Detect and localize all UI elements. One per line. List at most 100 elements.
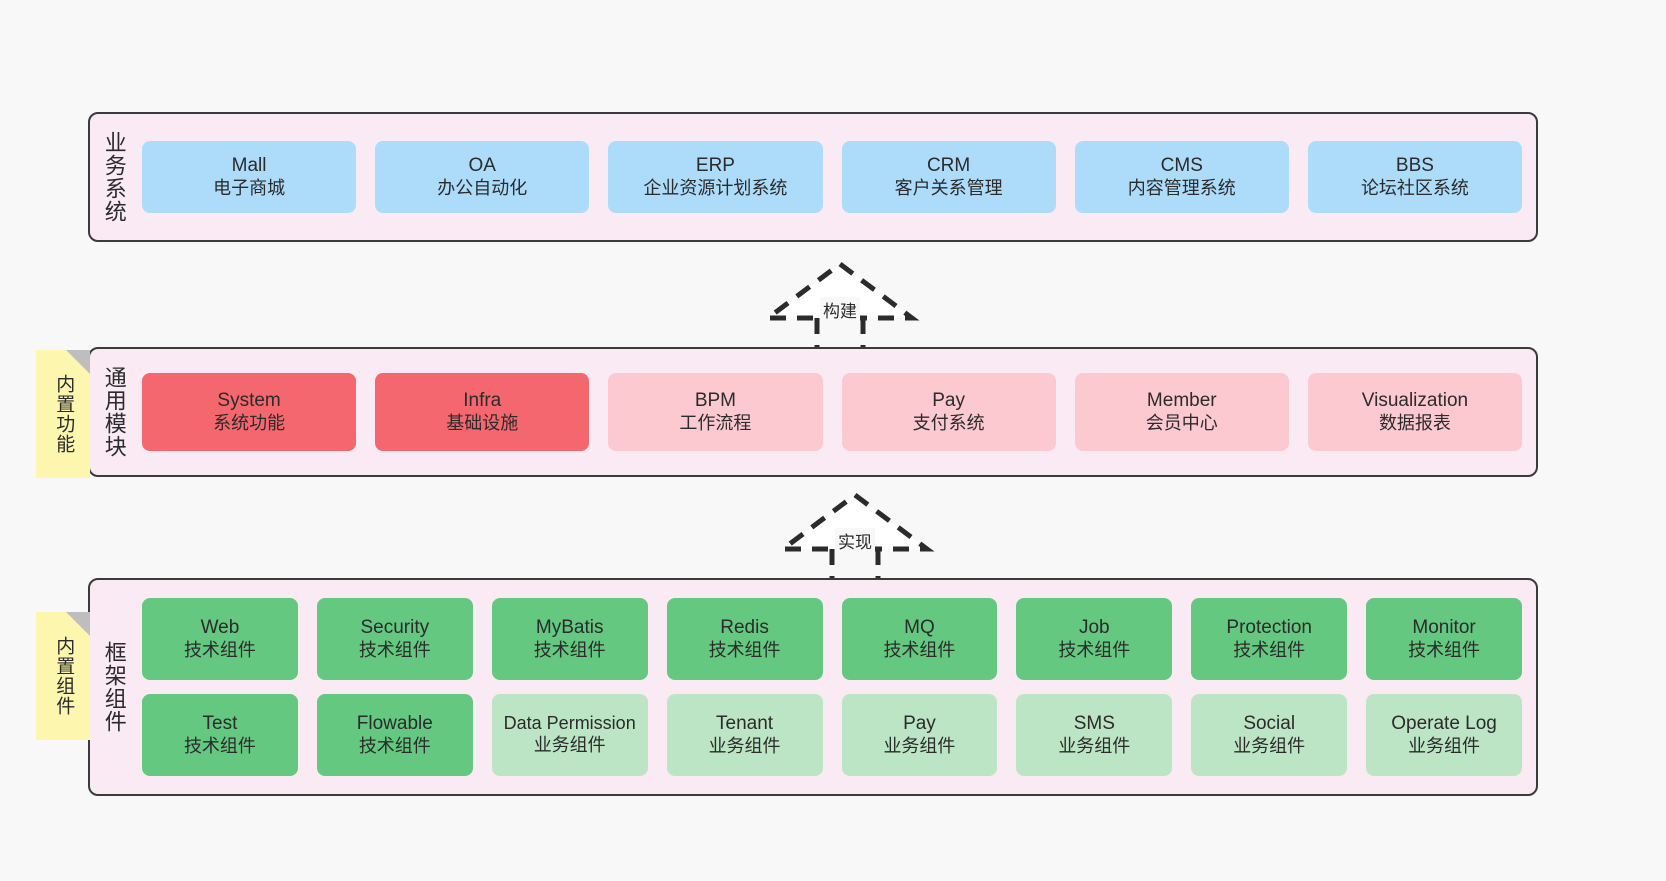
node-mall[interactable]: Mall 电子商城 bbox=[142, 141, 357, 213]
node-web[interactable]: Web 技术组件 bbox=[142, 598, 298, 680]
node-bpm[interactable]: BPM 工作流程 bbox=[608, 373, 823, 451]
node-test[interactable]: Test 技术组件 bbox=[142, 694, 298, 776]
node-subtitle: 技术组件 bbox=[1058, 639, 1131, 660]
node-title: Flowable bbox=[356, 713, 433, 735]
node-title: Security bbox=[360, 617, 430, 639]
node-subtitle: 内容管理系统 bbox=[1127, 177, 1236, 198]
node-title: Visualization bbox=[1361, 390, 1469, 412]
node-mybatis[interactable]: MyBatis 技术组件 bbox=[491, 598, 648, 680]
node-title: Monitor bbox=[1412, 617, 1476, 639]
node-monitor[interactable]: Monitor 技术组件 bbox=[1366, 598, 1522, 680]
node-system[interactable]: System 系统功能 bbox=[142, 373, 357, 451]
node-subtitle: 业务组件 bbox=[883, 735, 956, 756]
node-subtitle: 技术组件 bbox=[708, 639, 781, 660]
node-subtitle: 技术组件 bbox=[183, 639, 256, 660]
node-subtitle: 业务组件 bbox=[1058, 735, 1131, 756]
node-title: Job bbox=[1078, 617, 1110, 639]
node-subtitle: 客户关系管理 bbox=[894, 177, 1003, 198]
node-subtitle: 技术组件 bbox=[183, 735, 256, 756]
node-title: Tenant bbox=[716, 713, 774, 735]
node-subtitle: 办公自动化 bbox=[437, 177, 528, 198]
arrow-label-implement: 实现 bbox=[835, 528, 875, 553]
node-title: BPM bbox=[694, 390, 737, 412]
node-data-permission[interactable]: Data Permission 业务组件 bbox=[491, 694, 648, 776]
node-visualization[interactable]: Visualization 数据报表 bbox=[1307, 373, 1523, 451]
generalization-arrow-build: 构建 bbox=[760, 258, 920, 350]
node-subtitle: 技术组件 bbox=[1408, 639, 1481, 660]
node-title: SMS bbox=[1073, 713, 1115, 735]
node-subtitle: 工作流程 bbox=[679, 412, 752, 433]
node-flowable[interactable]: Flowable 技术组件 bbox=[316, 694, 473, 776]
node-title: Infra bbox=[463, 390, 502, 412]
layer-title-common-module: 通用模块 bbox=[101, 366, 127, 458]
node-subtitle: 基础设施 bbox=[446, 412, 519, 433]
node-mq[interactable]: MQ 技术组件 bbox=[841, 598, 998, 680]
generalization-arrow-implement: 实现 bbox=[775, 489, 935, 581]
layer-row: Web 技术组件 Security 技术组件 MyBatis 技术组件 Redi… bbox=[142, 598, 1522, 680]
node-cms[interactable]: CMS 内容管理系统 bbox=[1074, 141, 1289, 213]
node-title: Data Permission bbox=[503, 713, 636, 734]
node-subtitle: 电子商城 bbox=[213, 177, 286, 198]
layer-row: Mall 电子商城 OA 办公自动化 ERP 企业资源计划系统 CRM 客户关系… bbox=[142, 141, 1523, 213]
node-subtitle: 业务组件 bbox=[708, 735, 781, 756]
node-job[interactable]: Job 技术组件 bbox=[1016, 598, 1173, 680]
node-subtitle: 业务组件 bbox=[1233, 735, 1306, 756]
node-pay-component[interactable]: Pay 业务组件 bbox=[841, 694, 998, 776]
node-operate-log[interactable]: Operate Log 业务组件 bbox=[1366, 694, 1522, 776]
node-title: Operate Log bbox=[1391, 713, 1497, 735]
layer-title-framework-component: 框架组件 bbox=[101, 641, 127, 733]
node-title: Web bbox=[200, 617, 240, 639]
layer-body-business-system: Mall 电子商城 OA 办公自动化 ERP 企业资源计划系统 CRM 客户关系… bbox=[138, 114, 1536, 240]
node-subtitle: 业务组件 bbox=[533, 735, 606, 755]
node-subtitle: 会员中心 bbox=[1145, 412, 1218, 433]
node-title: BBS bbox=[1395, 155, 1434, 177]
node-subtitle: 技术组件 bbox=[1233, 639, 1306, 660]
arrow-label-build: 构建 bbox=[820, 297, 860, 322]
layer-common-module: 通用模块 System 系统功能 Infra 基础设施 BPM 工作流程 Pay… bbox=[88, 347, 1538, 477]
node-title: Test bbox=[202, 713, 238, 735]
node-oa[interactable]: OA 办公自动化 bbox=[375, 141, 590, 213]
node-subtitle: 论坛社区系统 bbox=[1360, 177, 1469, 198]
node-subtitle: 支付系统 bbox=[912, 412, 985, 433]
node-subtitle: 技术组件 bbox=[358, 639, 431, 660]
node-bbs[interactable]: BBS 论坛社区系统 bbox=[1307, 141, 1523, 213]
node-crm[interactable]: CRM 客户关系管理 bbox=[841, 141, 1056, 213]
node-title: System bbox=[217, 390, 281, 412]
node-infra[interactable]: Infra 基础设施 bbox=[375, 373, 590, 451]
node-subtitle: 企业资源计划系统 bbox=[643, 177, 788, 198]
node-title: CRM bbox=[926, 155, 971, 177]
node-tenant[interactable]: Tenant 业务组件 bbox=[666, 694, 823, 776]
node-protection[interactable]: Protection 技术组件 bbox=[1191, 598, 1348, 680]
node-sms[interactable]: SMS 业务组件 bbox=[1016, 694, 1173, 776]
node-title: MQ bbox=[904, 617, 935, 639]
node-title: Social bbox=[1243, 713, 1296, 735]
node-subtitle: 数据报表 bbox=[1378, 412, 1451, 433]
layer-body-common-module: System 系统功能 Infra 基础设施 BPM 工作流程 Pay 支付系统… bbox=[138, 349, 1536, 475]
node-subtitle: 技术组件 bbox=[883, 639, 956, 660]
node-subtitle: 系统功能 bbox=[213, 412, 286, 433]
node-social[interactable]: Social 业务组件 bbox=[1191, 694, 1348, 776]
node-title: Pay bbox=[932, 390, 965, 412]
sticky-note-builtin-function: 内置功能 bbox=[36, 350, 90, 478]
node-security[interactable]: Security 技术组件 bbox=[316, 598, 473, 680]
node-erp[interactable]: ERP 企业资源计划系统 bbox=[608, 141, 823, 213]
layer-row: System 系统功能 Infra 基础设施 BPM 工作流程 Pay 支付系统… bbox=[142, 373, 1523, 451]
node-title: Mall bbox=[231, 155, 267, 177]
node-subtitle: 技术组件 bbox=[358, 735, 431, 756]
node-member[interactable]: Member 会员中心 bbox=[1074, 373, 1289, 451]
layer-body-framework-component: Web 技术组件 Security 技术组件 MyBatis 技术组件 Redi… bbox=[138, 580, 1536, 794]
layer-title-business-system: 业务系统 bbox=[101, 131, 127, 223]
node-subtitle: 技术组件 bbox=[533, 639, 606, 660]
node-title: Protection bbox=[1226, 617, 1312, 639]
node-title: ERP bbox=[695, 155, 735, 177]
layer-business-system: 业务系统 Mall 电子商城 OA 办公自动化 ERP 企业资源计划系统 CRM… bbox=[88, 112, 1538, 242]
node-title: Redis bbox=[720, 617, 769, 639]
sticky-note-label: 内置组件 bbox=[53, 636, 75, 716]
node-title: Pay bbox=[903, 713, 936, 735]
sticky-note-builtin-component: 内置组件 bbox=[36, 612, 90, 740]
layer-framework-component: 框架组件 Web 技术组件 Security 技术组件 MyBatis 技术组件… bbox=[88, 578, 1538, 796]
node-title: CMS bbox=[1160, 155, 1203, 177]
node-pay[interactable]: Pay 支付系统 bbox=[841, 373, 1056, 451]
node-title: MyBatis bbox=[535, 617, 604, 639]
node-redis[interactable]: Redis 技术组件 bbox=[666, 598, 823, 680]
